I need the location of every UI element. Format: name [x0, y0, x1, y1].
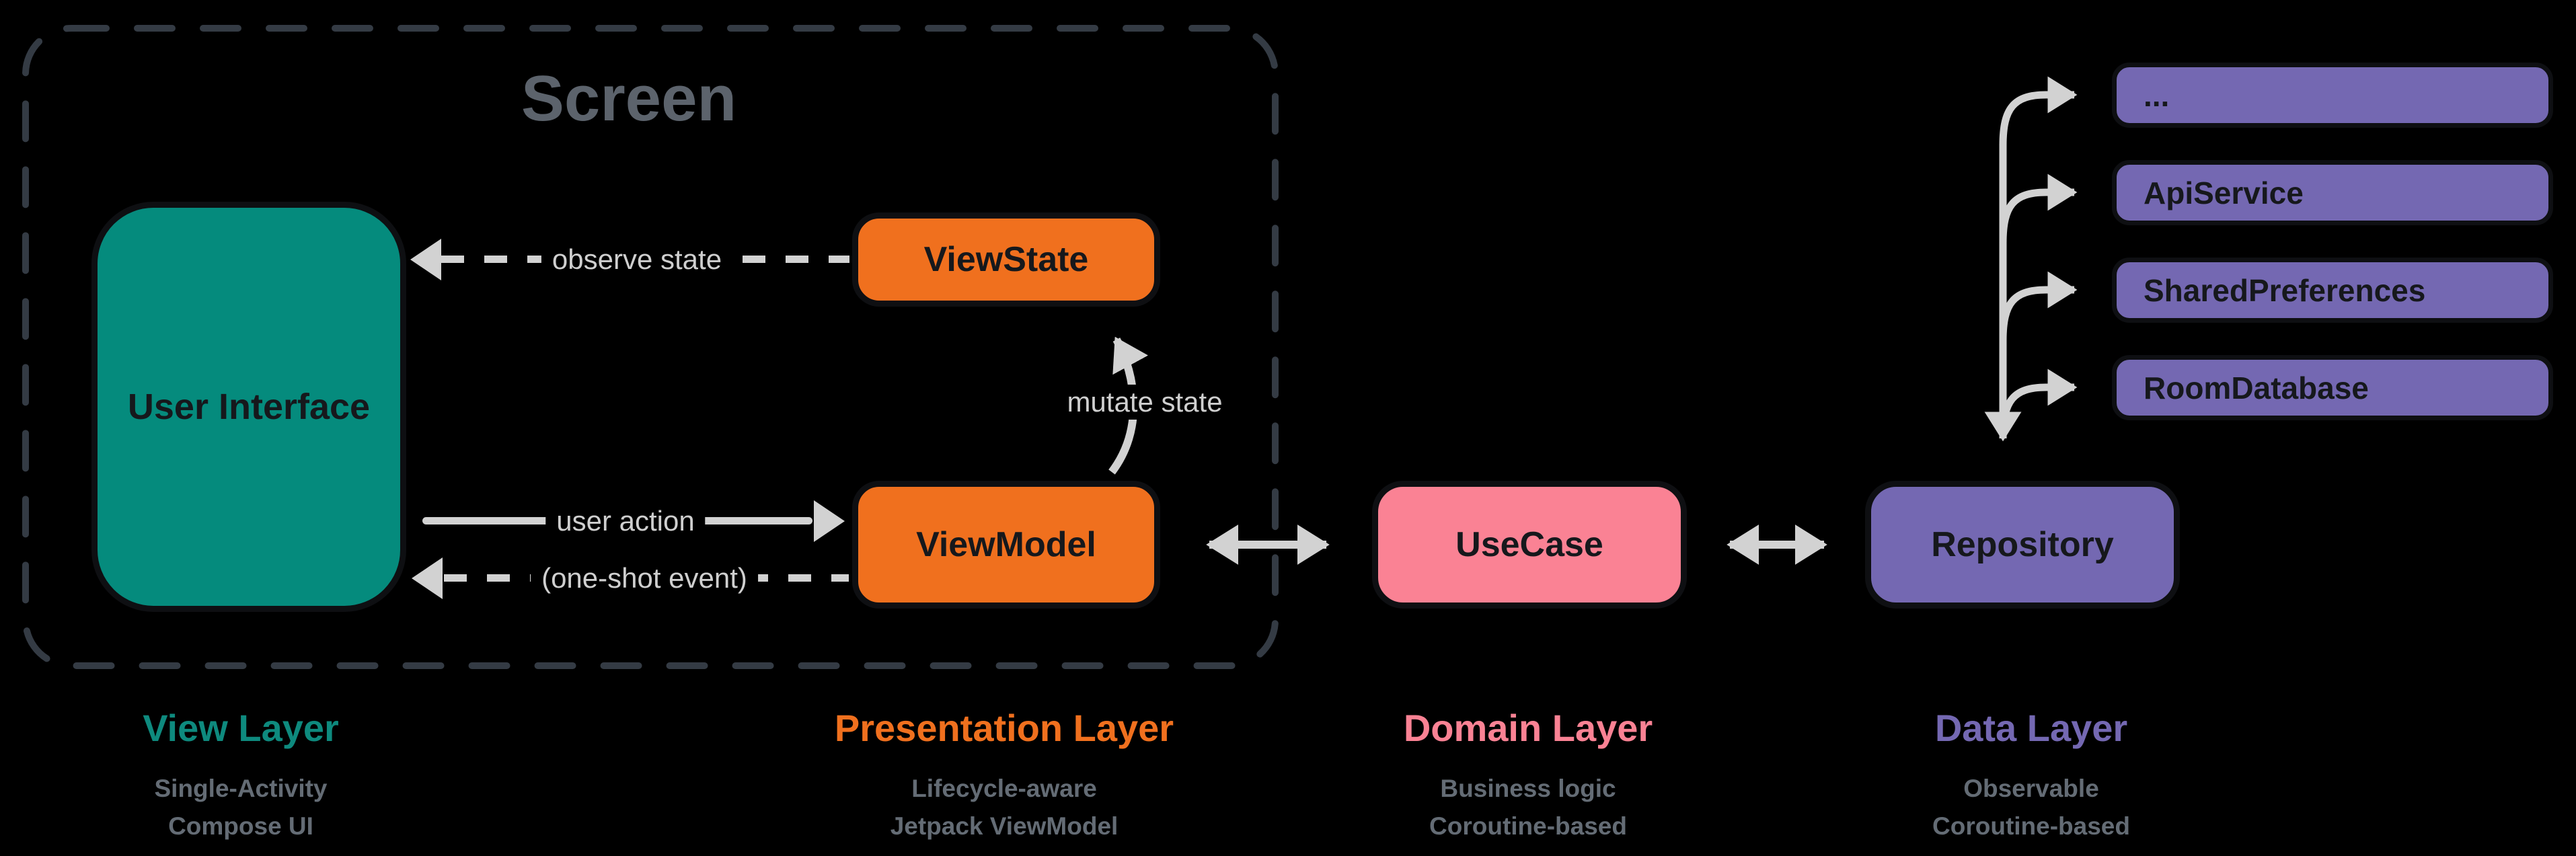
domain-layer-legend: Domain Layer Business logic Coroutine-ba… [1299, 706, 1757, 845]
one-shot-event-label: (one-shot event) [531, 561, 758, 596]
branch-arrow-roomdatabase [1999, 368, 2078, 438]
view-model-node: ViewModel [852, 481, 1160, 609]
view-layer-detail: Compose UI [168, 812, 313, 840]
data-source-roomdatabase: RoomDatabase [2112, 355, 2553, 420]
screen-title: Screen [521, 63, 737, 134]
repository-node: Repository [1865, 481, 2180, 609]
branch-arrow-ellipsis [1999, 76, 2078, 146]
view-layer-legend: View Layer Single-Activity Compose UI [12, 706, 469, 845]
presentation-layer-title: Presentation Layer [834, 707, 1174, 749]
data-source-sharedpreferences: SharedPreferences [2112, 258, 2553, 323]
arrowhead-left-icon [412, 557, 443, 599]
domain-layer-detail: Business logic [1440, 775, 1616, 802]
arrowhead-left-icon [410, 239, 441, 280]
mutate-state-label: mutate state [1056, 385, 1234, 420]
data-source-apiservice: ApiService [2112, 160, 2553, 225]
view-layer-detail: Single-Activity [154, 775, 328, 802]
data-source-ellipsis: ... [2112, 63, 2553, 128]
presentation-layer-detail: Lifecycle-aware [911, 775, 1097, 802]
observe-state-label: observe state [541, 242, 733, 277]
data-layer-detail: Coroutine-based [1932, 812, 2130, 840]
view-state-node: ViewState [852, 212, 1160, 307]
presentation-layer-legend: Presentation Layer Lifecycle-aware Jetpa… [775, 706, 1233, 845]
branch-arrow-apiservice [1999, 173, 2078, 243]
presentation-layer-detail: Jetpack ViewModel [890, 812, 1119, 840]
domain-layer-detail: Coroutine-based [1429, 812, 1627, 840]
user-interface-node: User Interface [91, 202, 406, 612]
arrowhead-right-icon [814, 500, 845, 542]
branch-arrow-sharedpreferences [1999, 271, 2078, 341]
domain-layer-title: Domain Layer [1403, 707, 1653, 749]
use-case-node: UseCase [1372, 481, 1687, 609]
data-layer-legend: Data Layer Observable Coroutine-based [1803, 706, 2260, 845]
data-layer-detail: Observable [1963, 775, 2099, 802]
user-action-label: user action [545, 504, 706, 539]
view-layer-title: View Layer [143, 707, 339, 749]
data-layer-title: Data Layer [1934, 707, 2128, 749]
